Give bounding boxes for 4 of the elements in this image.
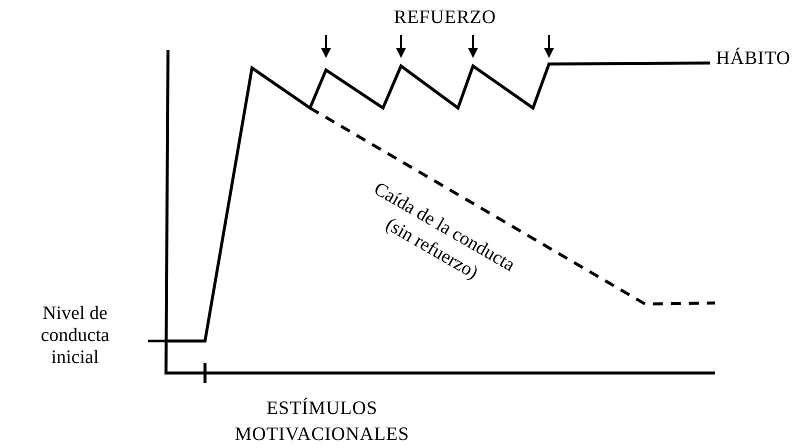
habit-label: HÁBITO xyxy=(716,46,792,71)
reinforcement-label: REFUERZO xyxy=(392,6,498,30)
initial-level-label: Nivel de conducta inicial xyxy=(40,303,110,369)
motivational-stimuli-label: ESTÍMULOS MOTIVACIONALES xyxy=(234,396,410,447)
